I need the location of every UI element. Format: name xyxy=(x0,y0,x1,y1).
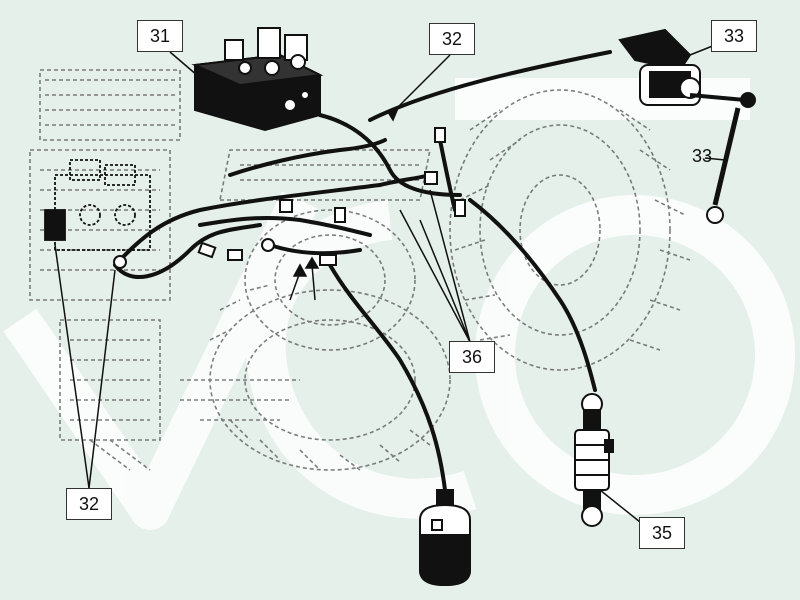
hose-to-diff xyxy=(268,243,362,256)
hose-lower-left xyxy=(113,223,262,279)
hose-main-left xyxy=(118,183,382,262)
hose-valve-feed xyxy=(228,138,387,177)
height-sensor-33 xyxy=(618,28,756,224)
hydraulic-reservoir xyxy=(419,489,471,587)
tractor-ghost-sketch xyxy=(29,69,691,471)
callout-35: 35 xyxy=(639,517,685,549)
suspension-cylinder-35 xyxy=(574,393,614,527)
fittings xyxy=(51,127,466,269)
hose-to-cylinder xyxy=(468,198,597,392)
callout-36: 36 xyxy=(449,341,495,373)
callout-33-link: 33 xyxy=(691,145,713,166)
callout-32-top: 32 xyxy=(429,23,475,55)
hose-front-vertical xyxy=(438,138,457,212)
hose-to-reservoir xyxy=(328,263,447,492)
valve-block-31 xyxy=(191,27,324,132)
hose-to-front xyxy=(318,113,462,197)
callout-33-top: 33 xyxy=(711,20,757,52)
callout-32-bottom: 32 xyxy=(66,488,112,520)
leader-lines xyxy=(54,44,726,523)
control-valve-left xyxy=(44,159,151,251)
callout-31: 31 xyxy=(137,20,183,52)
hose-mid xyxy=(198,215,372,237)
